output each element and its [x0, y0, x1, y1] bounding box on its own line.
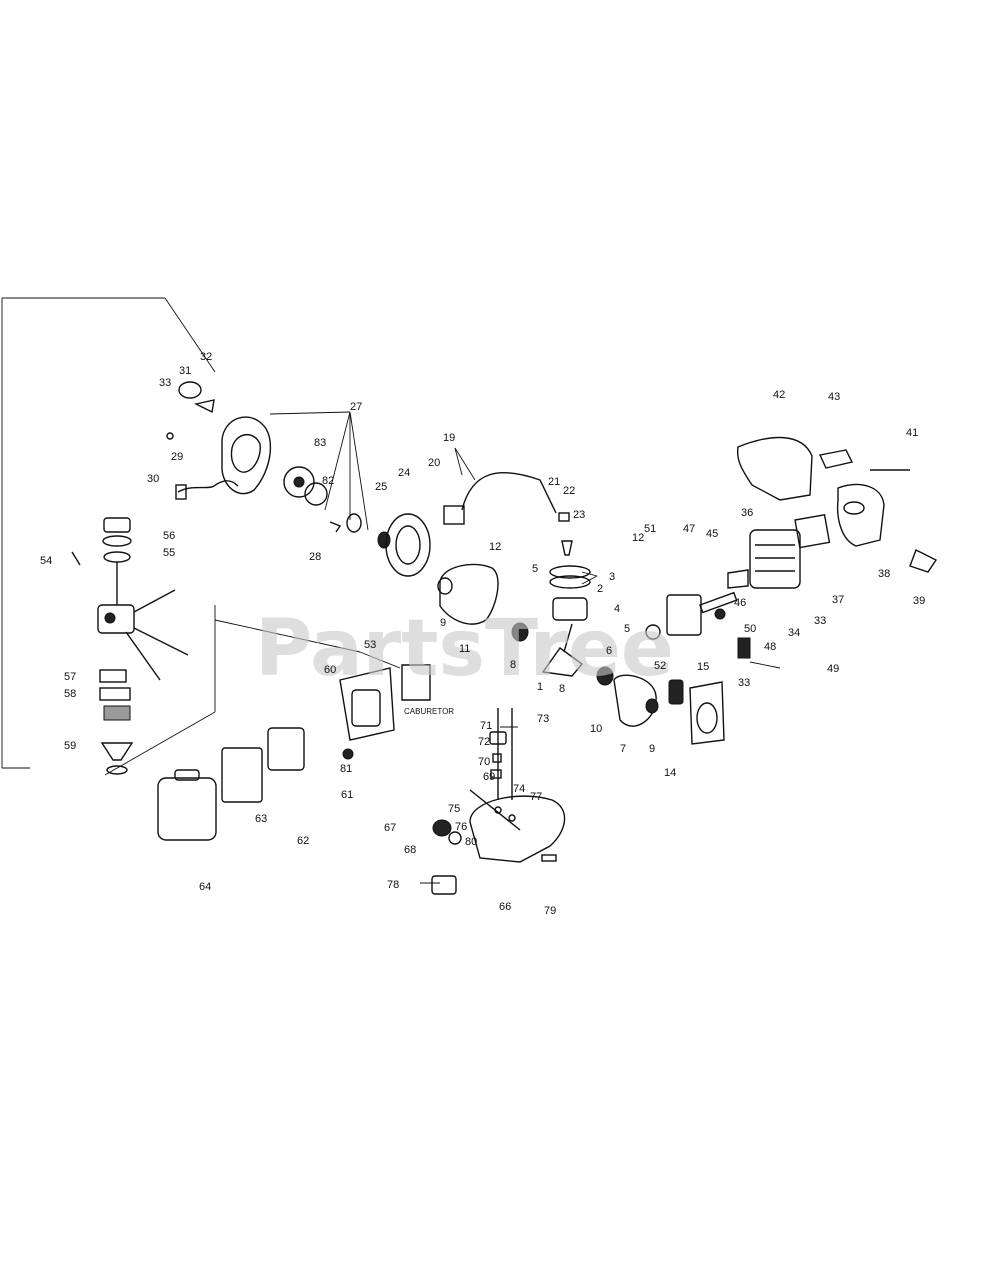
callout-label: 28: [309, 551, 321, 563]
callout-label: 45: [706, 528, 718, 540]
callout-label: 82: [322, 475, 334, 487]
callout-labels: 1 2 3 4 5 5 6 7 8 8 9 9 10 11 12 12 14 1…: [40, 351, 925, 917]
callout-label: 48: [764, 641, 776, 653]
callout-label: 69: [483, 771, 495, 783]
callout-label: 31: [179, 365, 191, 377]
callout-label: 83: [314, 437, 326, 449]
callout-label: 30: [147, 473, 159, 485]
callout-label: 36: [741, 507, 753, 519]
engine-core-parts: [437, 563, 751, 745]
callout-label: 29: [171, 451, 183, 463]
callout-label: 10: [590, 723, 602, 735]
callout-label: 52: [654, 660, 666, 672]
callout-label: 63: [255, 813, 267, 825]
callout-label: 70: [478, 756, 490, 768]
callout-label: 81: [340, 763, 352, 775]
callout-label: 73: [537, 713, 549, 725]
callout-label: 33: [159, 377, 171, 389]
leader-lines: [214, 411, 781, 884]
callout-label: 46: [734, 597, 746, 609]
callout-label: 72: [478, 736, 490, 748]
callout-label: 60: [324, 664, 336, 676]
callout-label: 9: [440, 617, 446, 629]
callout-label: 7: [620, 743, 626, 755]
callout-label: 9: [649, 743, 655, 755]
callout-label: 23: [573, 509, 585, 521]
callout-label: 43: [828, 391, 840, 403]
callout-label: 47: [683, 523, 695, 535]
callout-label: 68: [404, 844, 416, 856]
callout-label: 50: [744, 623, 756, 635]
callout-label: 49: [827, 663, 839, 675]
callout-label: 5: [624, 623, 630, 635]
callout-label: 1: [537, 681, 543, 693]
callout-label: 75: [448, 803, 460, 815]
callout-label: 67: [384, 822, 396, 834]
callout-label: 57: [64, 671, 76, 683]
callout-label: 34: [788, 627, 800, 639]
callout-label: 54: [40, 555, 52, 567]
callout-label: 42: [773, 389, 785, 401]
carburetor-parts: [71, 517, 189, 775]
callout-label: 66: [499, 901, 511, 913]
callout-label: 6: [606, 645, 612, 657]
callout-label: 77: [530, 791, 542, 803]
cylinder-and-muffler: [736, 436, 938, 589]
carburetor-sublabel: CABURETOR: [404, 707, 454, 716]
callout-label: 78: [387, 879, 399, 891]
callout-label: 74: [513, 783, 525, 795]
fuel-tank-parts: [431, 708, 566, 895]
carburetor-inset-frame: [1, 297, 216, 776]
callout-label: 14: [664, 767, 676, 779]
callout-label: 33: [738, 677, 750, 689]
callout-label: 59: [64, 740, 76, 752]
starter-assembly: [166, 381, 431, 577]
callout-label: 71: [480, 720, 492, 732]
callout-label: 51: [644, 523, 656, 535]
callout-label: 24: [398, 467, 410, 479]
callout-label: 8: [510, 659, 516, 671]
callout-label: 27: [350, 401, 362, 413]
callout-label: 56: [163, 530, 175, 542]
callout-label: 64: [199, 881, 211, 893]
callout-label: 25: [375, 481, 387, 493]
callout-label: 12: [632, 532, 644, 544]
callout-label: 38: [878, 568, 890, 580]
callout-label: 15: [697, 661, 709, 673]
callout-label: 79: [544, 905, 556, 917]
watermark-text: PartsTree: [255, 604, 674, 694]
callout-label: 21: [548, 476, 560, 488]
callout-label: 58: [64, 688, 76, 700]
callout-label: 19: [443, 432, 455, 444]
callout-label: 76: [455, 821, 467, 833]
ignition-module: [443, 472, 573, 556]
callout-label: 12: [489, 541, 501, 553]
callout-label: 62: [297, 835, 309, 847]
callout-label: 61: [341, 789, 353, 801]
callout-label: 20: [428, 457, 440, 469]
callout-label: 39: [913, 595, 925, 607]
callout-label: 22: [563, 485, 575, 497]
callout-label: 2: [597, 583, 603, 595]
callout-label: 33: [814, 615, 826, 627]
callout-label: 3: [609, 571, 615, 583]
callout-label: 11: [459, 643, 470, 655]
callout-label: 37: [832, 594, 844, 606]
callout-label: 53: [364, 639, 376, 651]
callout-label: 4: [614, 603, 620, 615]
callout-label: 55: [163, 547, 175, 559]
air-filter-parts: [157, 664, 431, 841]
callout-label: 5: [532, 563, 538, 575]
callout-label: 32: [200, 351, 212, 363]
callout-label: 80: [465, 836, 477, 848]
callout-label: 8: [559, 683, 565, 695]
callout-label: 41: [906, 427, 918, 439]
